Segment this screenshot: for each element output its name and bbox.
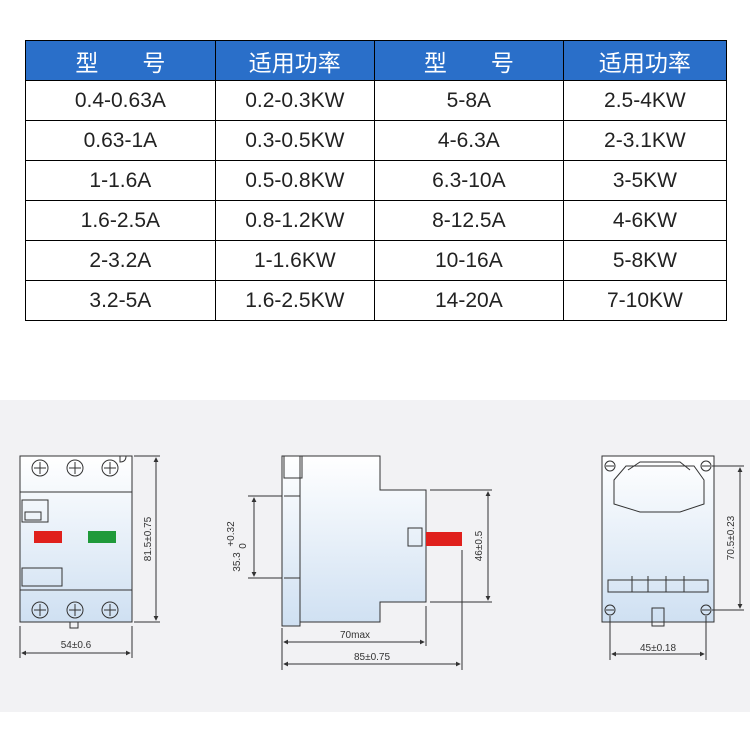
table-cell: 0.8-1.2KW [214, 200, 375, 241]
back-body [601, 455, 715, 623]
table-cell: 0.2-0.3KW [214, 80, 375, 121]
table-cell: 2-3.1KW [562, 120, 728, 161]
front-view [19, 455, 160, 658]
table-row: 1.6-2.5A 0.8-1.2KW 8-12.5A 4-6KW [25, 200, 728, 241]
table-row: 2-3.2A 1-1.6KW 10-16A 5-8KW [25, 240, 728, 281]
table-cell: 0.4-0.63A [25, 80, 216, 121]
table-cell: 5-8KW [562, 240, 728, 281]
table-cell: 1-1.6KW [214, 240, 375, 281]
table-cell: 7-10KW [562, 280, 728, 321]
front-height-dim: 81.5±0.75 [143, 516, 154, 561]
table-cell: 3-5KW [562, 160, 728, 201]
table-cell: 4-6.3A [373, 120, 564, 161]
table-cell: 2.5-4KW [562, 80, 728, 121]
table-cell: 4-6KW [562, 200, 728, 241]
side-body [281, 455, 427, 627]
mounting-screw-icon [604, 460, 712, 616]
header-model-1: 型号 [25, 40, 216, 81]
technical-drawings: 54±0.6 81.5±0.75 70max 85±0.75 35.3 [19, 455, 744, 670]
table-cell: 2-3.2A [25, 240, 216, 281]
table-cell: 1.6-2.5A [25, 200, 216, 241]
spec-table: 型号 适用功率 型号 适用功率 0.4-0.63A 0.2-0.3KW 5-8A… [25, 40, 728, 321]
table-cell: 5-8A [373, 80, 564, 121]
side-depth-max-dim: 70max [340, 630, 370, 641]
technical-drawing-panel: 54±0.6 81.5±0.75 70max 85±0.75 35.3 [0, 400, 750, 712]
header-power-2: 适用功率 [562, 40, 728, 81]
header-power-1: 适用功率 [214, 40, 375, 81]
table-row: 0.4-0.63A 0.2-0.3KW 5-8A 2.5-4KW [25, 80, 728, 121]
table-cell: 6.3-10A [373, 160, 564, 201]
side-depth-dim: 85±0.75 [354, 652, 391, 663]
table-cell: 3.2-5A [25, 280, 216, 321]
red-stop-button [34, 531, 62, 543]
table-cell: 1-1.6A [25, 160, 216, 201]
side-rail-dim: 35.3 [232, 552, 243, 572]
side-rail-tol-lower: 0 [238, 543, 249, 549]
table-row: 0.63-1A 0.3-0.5KW 4-6.3A 2-3.1KW [25, 120, 728, 161]
table-cell: 0.63-1A [25, 120, 216, 161]
header-model-2: 型号 [373, 40, 564, 81]
side-view [248, 455, 492, 670]
table-cell: 14-20A [373, 280, 564, 321]
table-header-row: 型号 适用功率 型号 适用功率 [25, 40, 728, 81]
red-handle [426, 532, 462, 546]
side-rail-tol-upper: +0.32 [226, 521, 237, 547]
terminal-screw-icon [31, 459, 119, 619]
back-view [601, 455, 744, 660]
table-cell: 1.6-2.5KW [214, 280, 375, 321]
side-handle-dim: 46±0.5 [474, 530, 485, 561]
table-cell: 10-16A [373, 240, 564, 281]
table-row: 1-1.6A 0.5-0.8KW 6.3-10A 3-5KW [25, 160, 728, 201]
table-cell: 0.3-0.5KW [214, 120, 375, 161]
front-width-dim: 54±0.6 [61, 640, 92, 651]
table-cell: 8-12.5A [373, 200, 564, 241]
back-height-dim: 70.5±0.23 [726, 515, 737, 560]
back-width-dim: 45±0.18 [640, 643, 677, 654]
table-row: 3.2-5A 1.6-2.5KW 14-20A 7-10KW [25, 280, 728, 321]
table-cell: 0.5-0.8KW [214, 160, 375, 201]
green-start-button [88, 531, 116, 543]
